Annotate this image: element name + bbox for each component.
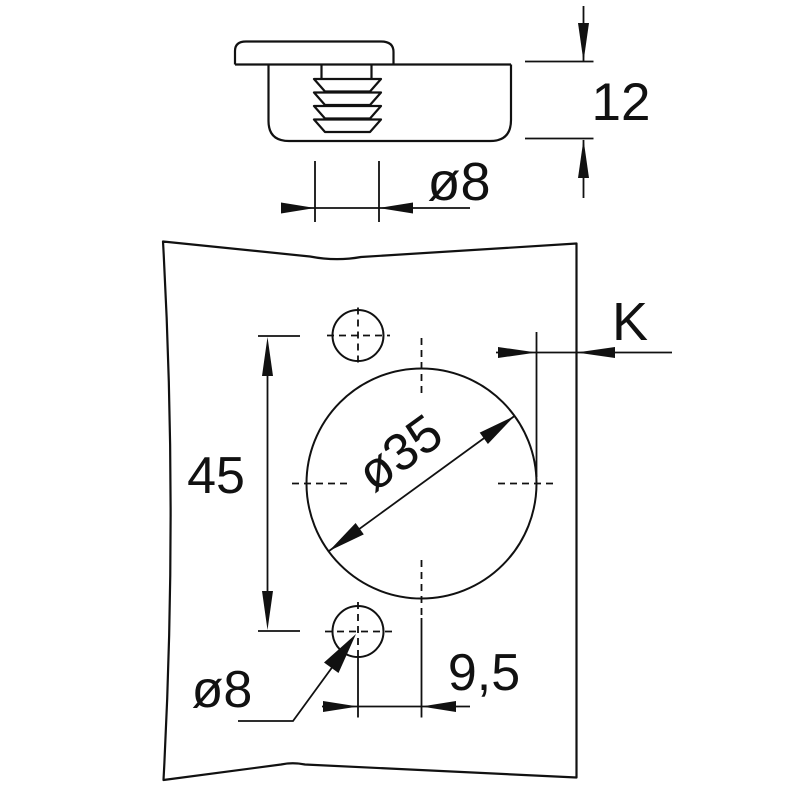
flange-cap-outline <box>233 40 395 65</box>
cup-diameter-dim-line <box>328 415 516 552</box>
offset-extension-lines <box>357 618 423 718</box>
dowel-rib-3 <box>312 104 383 120</box>
cup-depth-label: 12 <box>592 73 651 132</box>
arrowhead <box>498 347 537 358</box>
arrowhead <box>262 337 273 376</box>
depth-extension-lines <box>525 60 594 140</box>
dim-cup-center-offset: 9,5 <box>322 618 520 718</box>
arrowhead <box>379 202 413 214</box>
dowel-rib-2 <box>312 91 383 107</box>
dowel-hole-diameter-label: ø8 <box>192 661 253 719</box>
hole-spacing-label: 45 <box>187 447 245 505</box>
panel-outline <box>161 240 578 782</box>
dim-edge-distance: K <box>496 292 672 477</box>
dowel-rib-4 <box>312 118 383 134</box>
arrowhead <box>329 523 364 551</box>
front-view: 45 K ø35 9,5 ø8 <box>161 240 672 782</box>
leader-arrowhead <box>324 634 356 673</box>
arrowhead <box>479 416 515 444</box>
centerlines <box>292 307 553 658</box>
dowel-rib-1 <box>312 77 383 93</box>
spacing-extension-lines <box>258 335 300 632</box>
cup-center-offset-label: 9,5 <box>448 644 520 702</box>
arrowhead <box>323 701 358 712</box>
side-view: ø8 12 <box>233 6 650 222</box>
dowel-dim-extension-lines <box>314 161 380 222</box>
arrowhead <box>578 23 589 62</box>
arrowhead <box>421 701 456 712</box>
dowel-neck-lines <box>320 64 373 79</box>
expansion-dowel-ribs <box>312 77 383 134</box>
cup-body-outline <box>267 64 513 143</box>
dim-cup-depth: 12 <box>525 6 650 198</box>
arrowhead <box>578 139 589 178</box>
arrowhead <box>281 202 315 214</box>
label-dowel-hole: ø8 <box>192 634 356 722</box>
dowel-diameter-label: ø8 <box>427 152 490 212</box>
dim-hole-spacing: 45 <box>187 335 300 632</box>
dim-dowel-diameter: ø8 <box>281 152 491 222</box>
arrowhead <box>262 591 273 630</box>
leader-line <box>238 666 333 722</box>
edge-distance-label: K <box>612 292 648 352</box>
arrowhead <box>576 347 615 358</box>
